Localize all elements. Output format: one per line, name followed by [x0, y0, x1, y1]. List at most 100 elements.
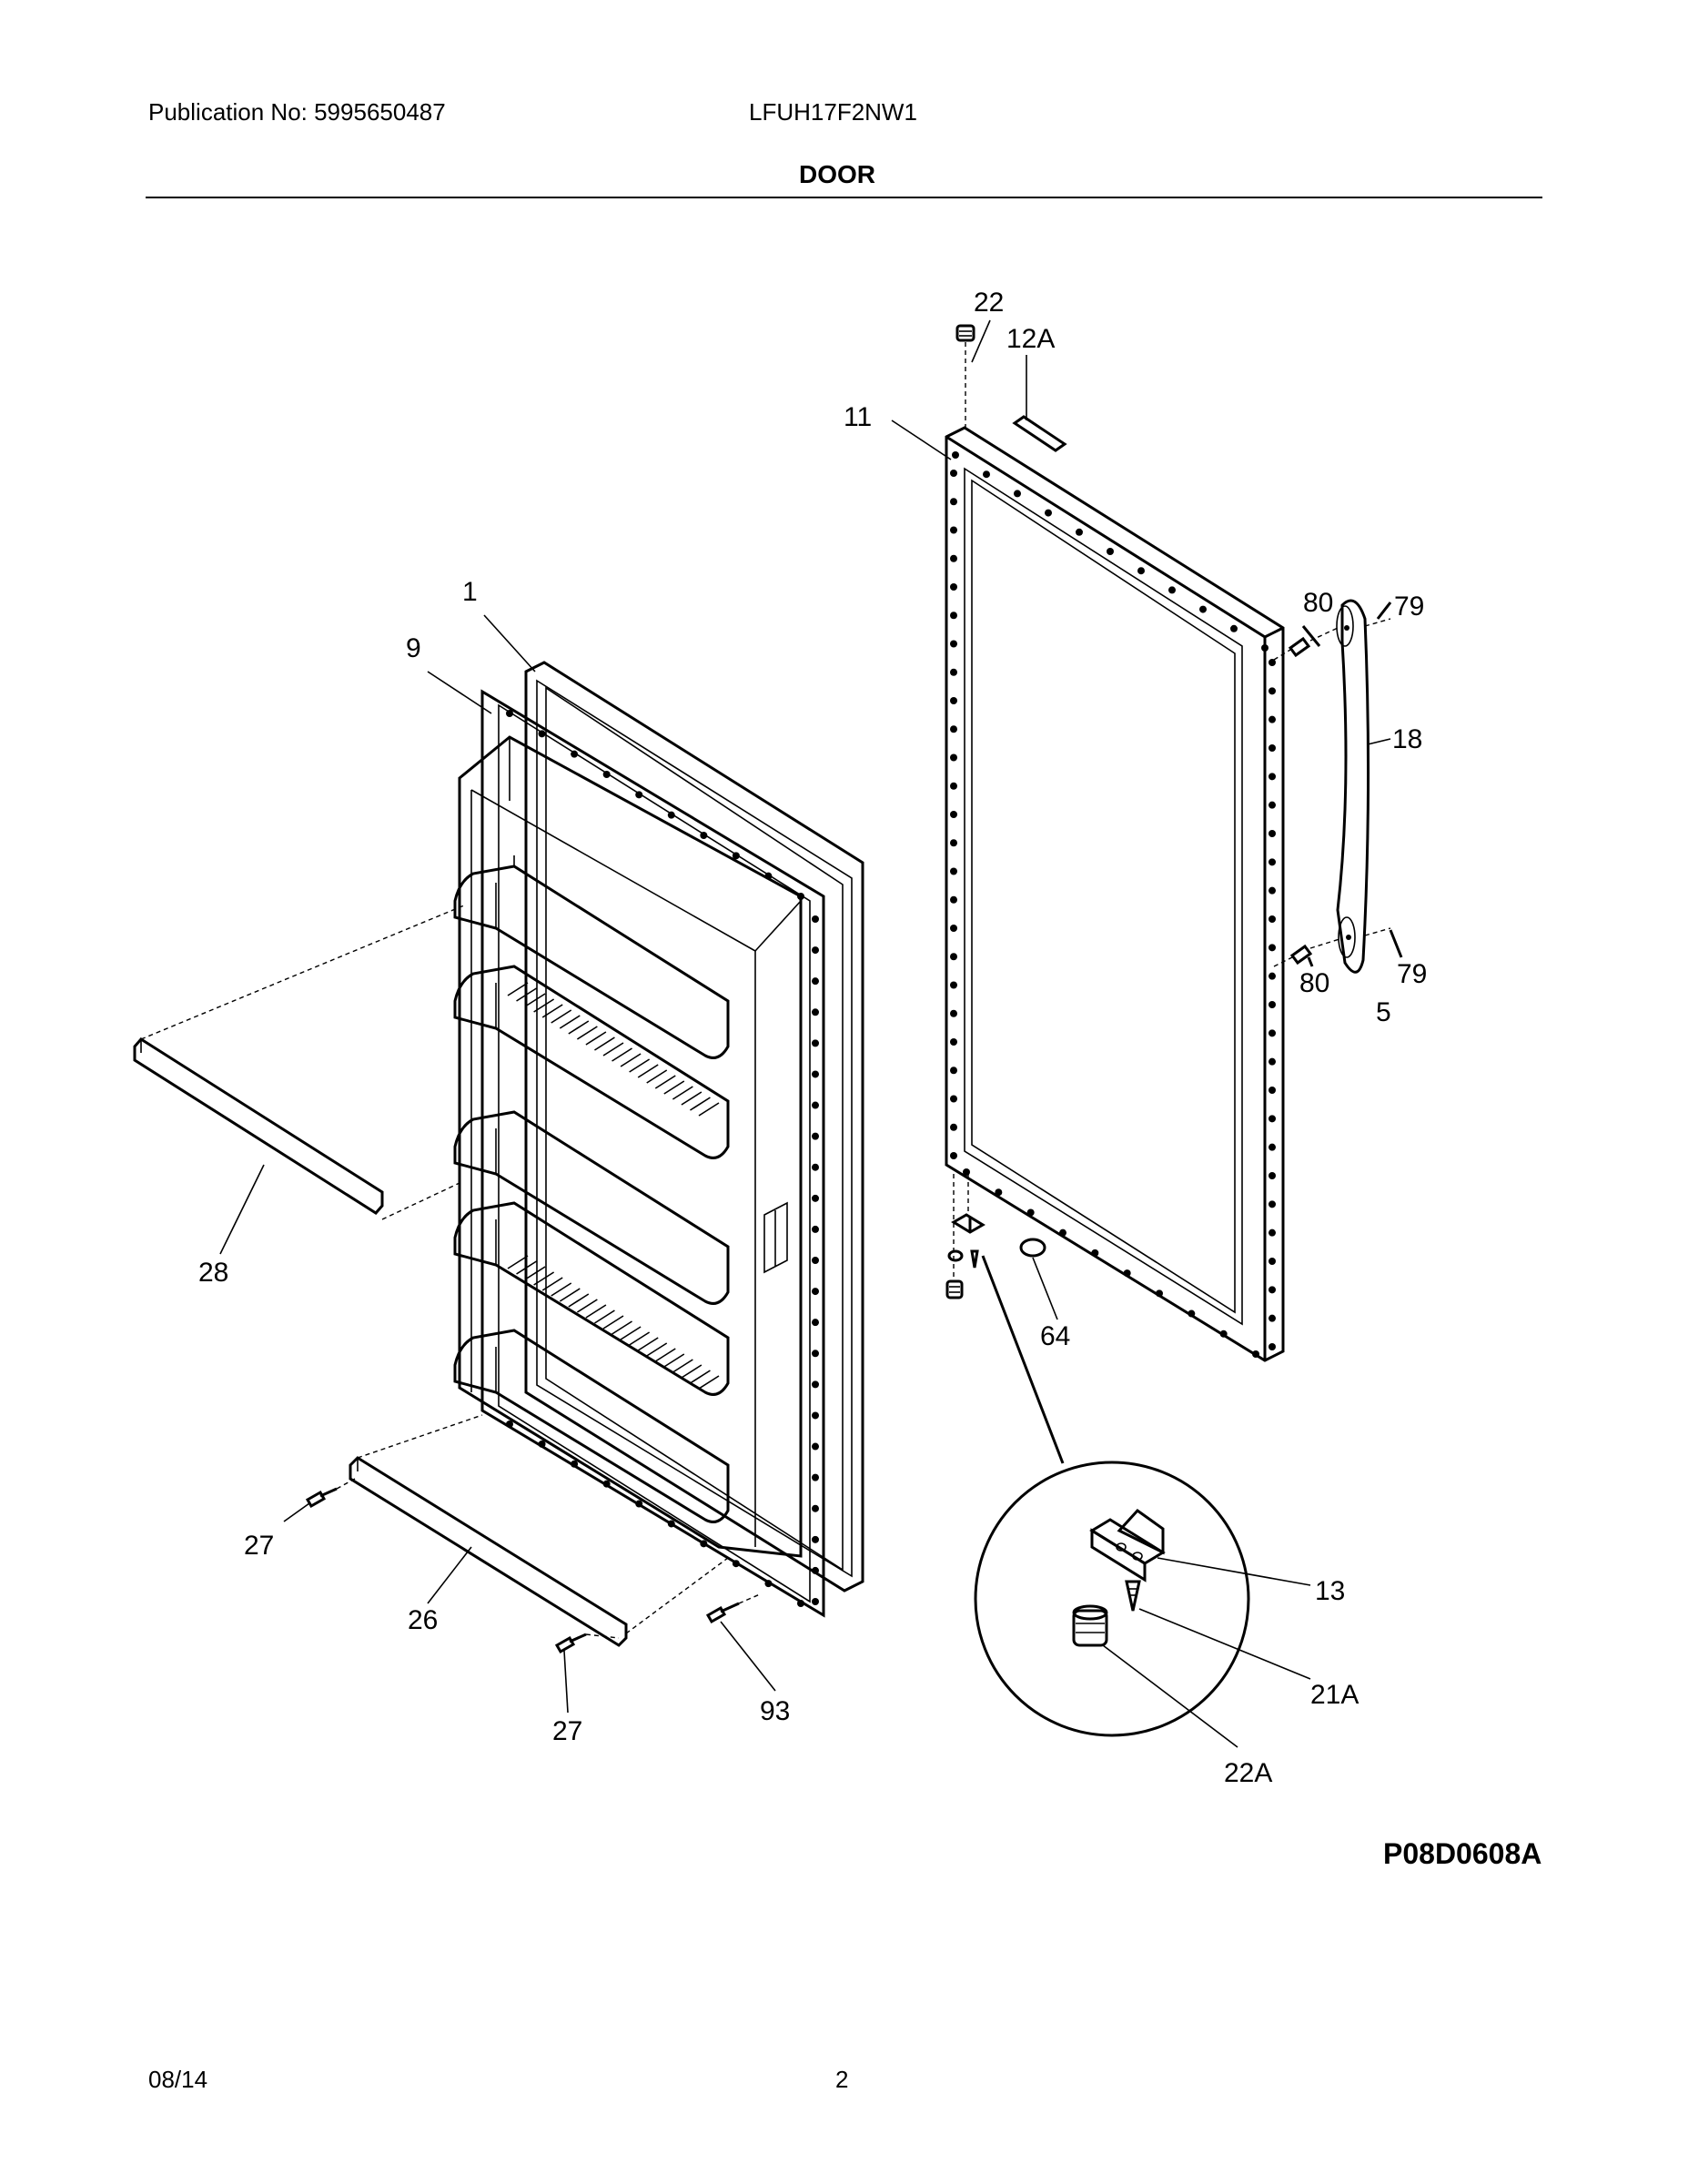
callout-27-left: 27 — [244, 1531, 274, 1561]
callout-11: 11 — [844, 402, 872, 432]
callout-64: 64 — [1040, 1321, 1070, 1351]
shelf-rib — [594, 1036, 615, 1051]
hinge-bracket-13 — [1089, 1509, 1166, 1582]
callout-27-bottom: 27 — [552, 1716, 582, 1746]
mounting-hole — [1137, 567, 1145, 575]
mounting-hole — [1269, 1001, 1276, 1008]
door-gasket — [524, 661, 864, 1592]
mounting-hole — [1188, 1309, 1196, 1318]
mounting-hole — [1269, 687, 1276, 695]
mounting-hole — [506, 1421, 513, 1428]
mounting-hole — [812, 1504, 819, 1512]
shelf-rib — [541, 1004, 563, 1018]
screw-21A — [1125, 1580, 1141, 1612]
mounting-hole — [1252, 1350, 1259, 1358]
page-number: 2 — [835, 2066, 849, 2093]
mounting-hole — [812, 1288, 819, 1296]
mounting-hole — [635, 1500, 643, 1508]
callout-18: 18 — [1392, 724, 1422, 754]
mounting-hole — [950, 981, 957, 989]
mounting-hole — [1059, 1228, 1066, 1237]
door-shelf-4 — [453, 1201, 730, 1396]
mounting-hole — [950, 697, 957, 704]
outer-door-panel — [945, 426, 1285, 1362]
shelf-rib — [576, 1026, 598, 1040]
shelf-rib — [663, 1080, 685, 1095]
mounting-hole — [764, 1580, 773, 1588]
ribbed-shelf-floor-upper — [507, 982, 720, 1117]
mounting-hole — [812, 1319, 819, 1327]
shelf-rail-28 — [133, 905, 465, 1220]
screw-80-bottom — [1273, 938, 1340, 967]
label-12A — [1012, 415, 1067, 452]
mounting-hole — [797, 1600, 804, 1607]
mounting-hole — [635, 791, 643, 799]
shelf-rib — [533, 1271, 555, 1286]
mounting-hole — [1230, 624, 1238, 632]
mounting-hole — [1269, 1029, 1276, 1037]
mounting-hole — [538, 1440, 546, 1448]
mounting-hole — [732, 852, 740, 860]
drawing-code: P08D0608A — [1383, 1837, 1541, 1870]
screw-27-left — [305, 1478, 356, 1509]
mounting-hole — [950, 753, 957, 762]
mounting-hole — [1269, 830, 1276, 837]
mounting-hole — [812, 1194, 819, 1202]
shelf-rib — [585, 1304, 607, 1319]
mounting-hole — [812, 1380, 819, 1389]
shelf-rail-26 — [349, 1414, 729, 1647]
shelf-rib — [646, 1069, 668, 1084]
shelf-rib — [620, 1053, 642, 1067]
mounting-hole — [963, 1168, 970, 1176]
callout-79-top: 79 — [1394, 592, 1424, 622]
mounting-hole — [812, 1350, 819, 1358]
callout-13: 13 — [1315, 1576, 1345, 1606]
plug-22 — [955, 324, 975, 428]
mounting-hole — [950, 526, 957, 534]
mounting-hole — [1156, 1289, 1163, 1298]
shelf-rib — [629, 1058, 651, 1073]
mounting-hole — [950, 811, 957, 818]
mounting-hole — [950, 953, 957, 961]
mounting-hole — [812, 1039, 819, 1047]
shelf-rib — [646, 1342, 668, 1357]
mounting-hole — [812, 1598, 819, 1605]
mounting-hole — [812, 1008, 819, 1016]
shelf-rib — [612, 1047, 632, 1062]
callout-22: 22 — [974, 288, 1004, 318]
mounting-hole — [1026, 1208, 1035, 1217]
door-shelf-3 — [453, 1110, 730, 1305]
mounting-hole — [571, 1460, 579, 1468]
shelf-rib — [507, 1255, 529, 1269]
callout-leaders — [219, 319, 1403, 1748]
door-shelf-1 — [453, 855, 730, 1059]
shelf-rib — [507, 982, 529, 996]
mounting-hole — [538, 730, 546, 738]
mounting-hole — [602, 1480, 611, 1488]
mounting-hole — [812, 1257, 819, 1264]
mounting-hole — [950, 640, 957, 648]
mounting-hole — [950, 470, 957, 477]
shelf-rib — [559, 1015, 581, 1029]
mounting-hole — [950, 839, 957, 847]
mounting-hole — [950, 725, 957, 733]
mounting-hole — [1269, 886, 1276, 895]
mounting-hole — [1269, 1228, 1276, 1237]
mounting-hole — [1269, 659, 1276, 666]
mounting-hole — [950, 583, 957, 591]
mounting-hole — [950, 782, 957, 790]
bottom-hinge-parts — [945, 1174, 1065, 1464]
mounting-hole — [950, 498, 957, 506]
mounting-hole — [1269, 858, 1276, 866]
inner-door-liner — [453, 689, 825, 1618]
mounting-hole — [764, 872, 773, 880]
shelf-rib — [672, 1086, 693, 1100]
door-handle — [1336, 599, 1370, 974]
shelf-rib — [620, 1326, 642, 1340]
shelf-rib — [698, 1375, 720, 1390]
mounting-hole — [1091, 1249, 1099, 1257]
mounting-hole — [950, 867, 957, 875]
mounting-hole — [1014, 490, 1021, 498]
mounting-hole — [1269, 801, 1276, 809]
